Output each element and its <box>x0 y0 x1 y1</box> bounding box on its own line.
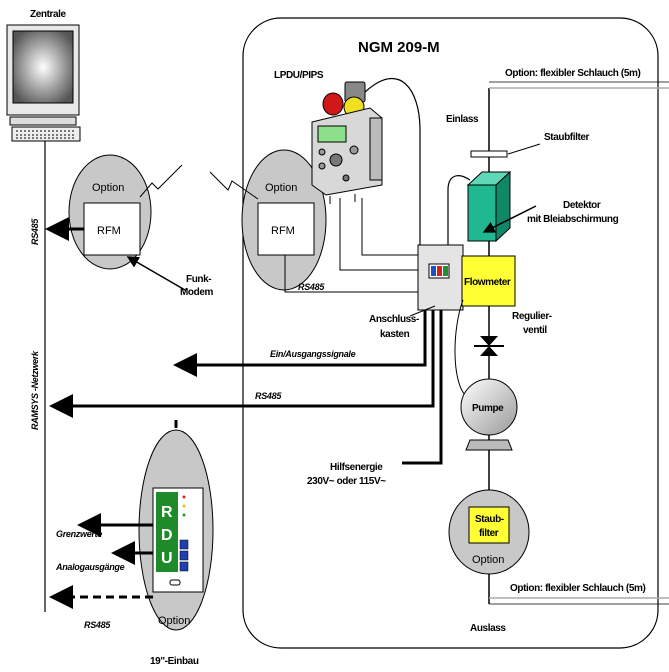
option-rfm-left-label: Option <box>92 182 124 194</box>
staub-label-1: Staub- <box>475 514 504 525</box>
option-rfm-right-label: Option <box>265 182 297 194</box>
option-rdu-label: Option <box>158 615 190 627</box>
rdu-button-down <box>179 550 189 561</box>
rdu-letter-r: R <box>161 504 173 521</box>
rs485-rfm-label: RS485 <box>298 282 325 292</box>
connector-blue <box>431 266 436 276</box>
flowmeter-label: Flowmeter <box>464 277 511 288</box>
rdu-led-3 <box>182 513 186 517</box>
regulier-label-1: Regulier- <box>512 311 552 322</box>
rs485-main-label: RS485 <box>255 391 282 401</box>
connector-green <box>443 266 448 276</box>
rfm-right-rs485-line <box>284 255 418 293</box>
option-bottom-label: Option: flexibler Schlauch (5m) <box>510 583 645 594</box>
anschluss-label-1: Anschluss- <box>369 314 419 325</box>
funk-modem-pointer <box>126 256 186 291</box>
rdu-letter-d: D <box>161 527 173 544</box>
option-filter-label: Option <box>472 554 504 566</box>
ein-aus-label: Ein/Ausgangssignale <box>270 349 356 359</box>
staubfilter-label: Staubfilter <box>544 132 590 143</box>
pump-icon <box>460 378 518 451</box>
lpdu-to-box-line-2 <box>361 198 418 256</box>
ngm-enclosure <box>242 17 659 649</box>
rfm-right-label: RFM <box>271 225 295 237</box>
staubfilter-bottom-box <box>468 506 510 544</box>
hilfsenergie-line <box>402 310 443 465</box>
funk-label-2: Modem <box>180 287 214 298</box>
rdu-display <box>156 492 178 572</box>
computer-icon <box>6 24 81 142</box>
ein-aus-signal-line <box>173 310 427 377</box>
option-top-label: Option: flexibler Schlauch (5m) <box>505 68 640 79</box>
rs485-vertical-label: RS485 <box>30 218 40 245</box>
einbau-label: 19"-Einbau <box>150 656 199 667</box>
analog-label: Analogausgänge <box>55 562 125 572</box>
flowmeter-box <box>461 255 516 307</box>
rs485-rdu-label: RS485 <box>84 620 111 630</box>
staub-label-2: filter <box>479 528 499 539</box>
box-to-detector-cable <box>447 175 471 245</box>
hilfs-label-2: 230V~ oder 115V~ <box>307 476 386 487</box>
rdu-letter-u: U <box>161 550 173 567</box>
pump-box-line <box>454 299 466 396</box>
detektor-label-1: Detektor <box>563 200 601 211</box>
rdu-led-2 <box>182 504 186 508</box>
auslass-label: Auslass <box>470 623 506 634</box>
lpdu-device <box>311 81 383 204</box>
valve-icon <box>474 336 504 356</box>
rdu-button-set <box>179 561 189 572</box>
rfm-left-label: RFM <box>97 225 121 237</box>
ngm-title: NGM 209-M <box>358 39 440 56</box>
connector-red <box>437 266 442 276</box>
rdu-button-up <box>179 539 189 550</box>
hilfs-label-1: Hilfsenergie <box>330 462 383 473</box>
funk-label-1: Funk- <box>186 274 211 285</box>
detektor-label-2: mit Bleiabschirmung <box>527 214 619 225</box>
staubfilter-pointer <box>507 143 541 155</box>
regulier-label-2: ventil <box>523 325 547 336</box>
lpdu-label: LPDU/PIPS <box>274 70 324 81</box>
staubfilter-top <box>470 150 508 158</box>
lpdu-cable <box>364 78 421 250</box>
rdu-led-1 <box>182 495 186 499</box>
rs485-main-line <box>49 310 435 418</box>
lpdu-to-box-line-1 <box>339 198 418 271</box>
pumpe-label: Pumpe <box>472 403 504 414</box>
anschluss-label-2: kasten <box>380 329 410 340</box>
antenna-left-zigzag <box>139 164 183 198</box>
anschluss-pointer <box>409 305 436 317</box>
zentrale-label: Zentrale <box>30 9 67 20</box>
detector-box <box>466 170 512 243</box>
rfm-left-box <box>83 202 141 256</box>
rfm-right-box <box>257 202 315 256</box>
grenzwerte-label: Grenzwerte <box>56 529 102 539</box>
antenna-right-zigzag <box>209 171 259 200</box>
einlass-label: Einlass <box>446 114 479 125</box>
rdu-slot <box>169 579 181 586</box>
detektor-pointer <box>482 205 537 233</box>
ramsys-label: RAMSYS -Netzwerk <box>30 350 40 430</box>
